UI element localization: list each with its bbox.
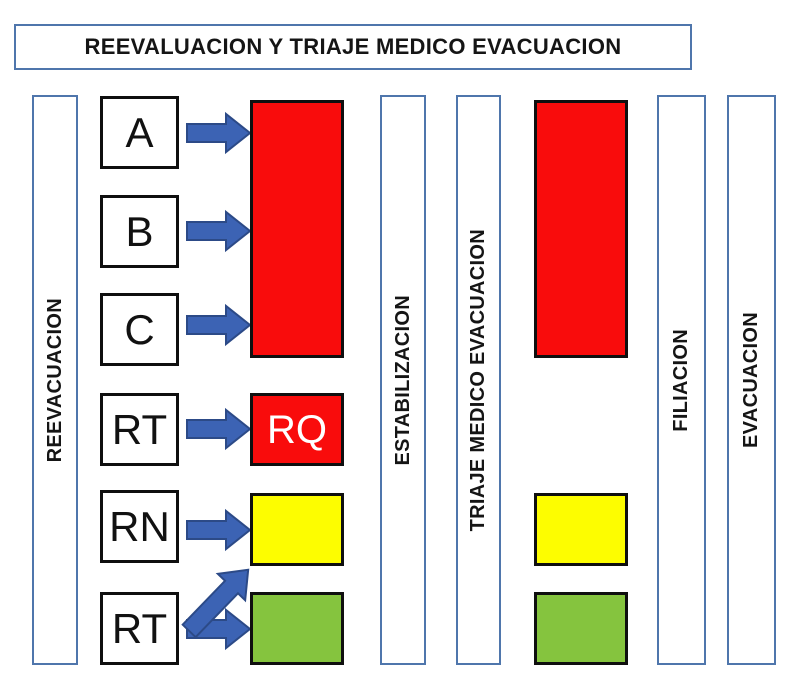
- diagram-title: REEVALUACION Y TRIAJE MEDICO EVACUACION: [84, 34, 622, 59]
- right-arrow-icon: [186, 508, 252, 552]
- right-arrow-icon: [186, 407, 252, 451]
- triage-code-box-rt-2: RT: [100, 592, 179, 665]
- right-arrow-icon: [186, 303, 252, 347]
- lane-triaje-medico-evacuacion: TRIAJE MEDICO EVACUACION: [456, 95, 501, 665]
- priority-red-box: [250, 100, 344, 358]
- right-arrow-icon: [186, 111, 252, 155]
- lane-triaje-label: TRIAJE MEDICO EVACUACION: [467, 228, 489, 532]
- triage-code-box-a: A: [100, 96, 179, 169]
- evac-priority-red-box: [534, 100, 628, 358]
- diagonal-up-arrow-icon: [173, 553, 266, 647]
- priority-rq-box: RQ: [250, 393, 344, 466]
- triage-code-box-rn: RN: [100, 490, 179, 563]
- right-arrow-icon: [186, 209, 252, 253]
- lane-estabilizacion: ESTABILIZACION: [380, 95, 426, 665]
- triage-code-box-rt: RT: [100, 393, 179, 466]
- evac-priority-green-box: [534, 592, 628, 665]
- lane-filiacion-label: FILIACION: [670, 328, 692, 432]
- lane-reevacuacion: REEVACUACION: [32, 95, 78, 665]
- priority-yellow-box: [250, 493, 344, 566]
- lane-evacuacion: EVACUACION: [727, 95, 776, 665]
- evac-priority-yellow-box: [534, 493, 628, 566]
- lane-filiacion: FILIACION: [657, 95, 706, 665]
- lane-reevacuacion-label: REEVACUACION: [43, 297, 66, 463]
- lane-estabilizacion-label: ESTABILIZACION: [391, 294, 414, 466]
- right-arrow-icon: [186, 607, 252, 651]
- priority-green-box: [250, 592, 344, 665]
- triage-code-box-c: C: [100, 293, 179, 366]
- triage-code-box-b: B: [100, 195, 179, 268]
- diagram-title-box: REEVALUACION Y TRIAJE MEDICO EVACUACION: [14, 24, 692, 70]
- lane-evacuacion-label: EVACUACION: [740, 312, 762, 448]
